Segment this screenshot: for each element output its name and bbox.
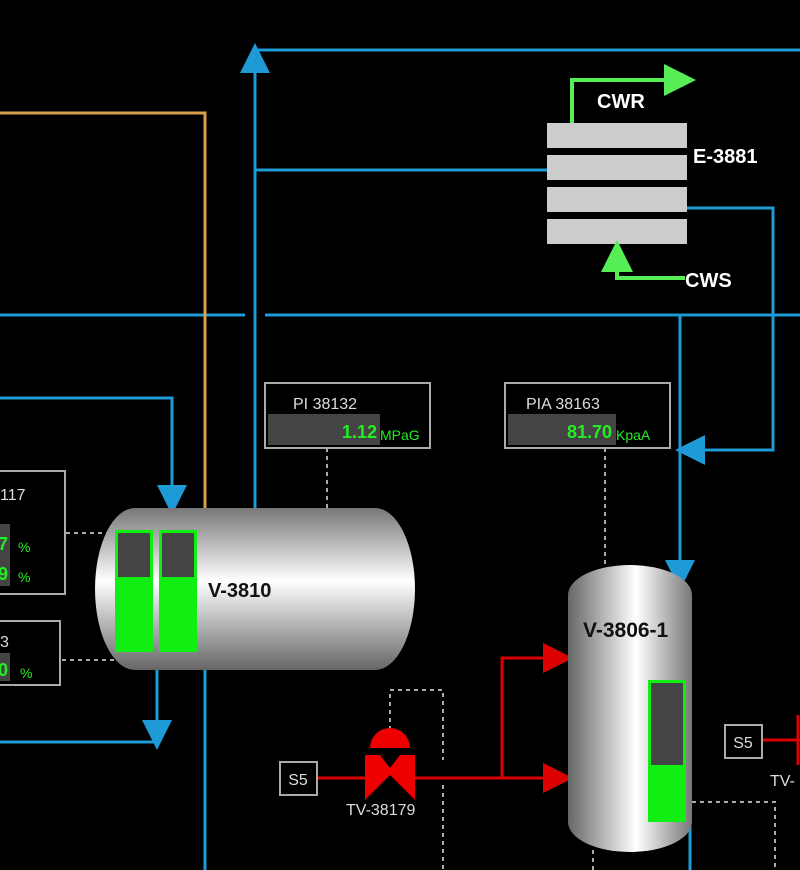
level-gauge-1	[118, 533, 150, 577]
exchanger-outlet-pipe	[675, 206, 775, 465]
pi-tag: PI 38132	[293, 396, 357, 413]
pi-value: 1.12	[342, 422, 377, 442]
vessel-v3810[interactable]: V-3810	[95, 508, 415, 670]
level-gauge-2	[162, 533, 194, 577]
vessel-v3806-1-label: V-3806-1	[583, 619, 669, 642]
left-box-2-unit: %	[20, 665, 32, 681]
cws-label: CWS	[685, 270, 732, 292]
valve-label: TV-38179	[346, 802, 415, 819]
valve-actuator-icon	[370, 728, 410, 748]
pia-value: 81.70	[567, 422, 612, 442]
vessel-v3810-label: V-3810	[208, 580, 271, 602]
cwr-label: CWR	[597, 91, 645, 113]
left-box-2-value: 0	[0, 660, 8, 680]
cwr-arrow-icon	[570, 64, 696, 123]
control-valve-tv38179[interactable]: TV-38179	[346, 728, 415, 819]
left-box-1-value-2: 9	[0, 564, 8, 584]
left-box-1-unit-2: %	[18, 569, 30, 585]
s5-signal-left[interactable]: S5	[279, 761, 318, 796]
pia-tag: PIA 38163	[526, 396, 600, 413]
left-box-1-unit-1: %	[18, 539, 30, 555]
heat-exchanger-e3881[interactable]: E-3881	[547, 123, 758, 244]
left-indicator-box-2[interactable]: 3 0 %	[0, 620, 61, 686]
left-box-1-value-1: 7	[0, 534, 8, 554]
cws-arrow-icon	[601, 240, 685, 280]
left-box-1-tag: 117	[0, 487, 26, 504]
left-indicator-box-1[interactable]: 117 7 % 9 %	[0, 470, 66, 595]
hot-pipes	[318, 643, 800, 793]
s5-signal-right[interactable]: S5	[724, 724, 763, 759]
steam-pipe	[0, 111, 207, 510]
left-box-2-tag: 3	[0, 634, 9, 651]
vessel-v3806-1[interactable]: V-3806-1	[568, 565, 692, 852]
valve-partial-label: TV-	[770, 773, 795, 790]
left-feed-pipe	[0, 396, 187, 515]
pia-unit: KpaA	[616, 427, 651, 443]
pi-unit: MPaG	[380, 427, 420, 443]
s5-right-label: S5	[733, 735, 753, 752]
pi-38132-indicator[interactable]: PI 38132 1.12 MPaG	[264, 382, 431, 449]
s5-left-label: S5	[288, 772, 308, 789]
pia-38163-indicator[interactable]: PIA 38163 81.70 KpaA	[504, 382, 671, 449]
exchanger-label: E-3881	[693, 146, 758, 168]
level-gauge	[651, 683, 683, 765]
valve-body-icon	[365, 755, 415, 800]
